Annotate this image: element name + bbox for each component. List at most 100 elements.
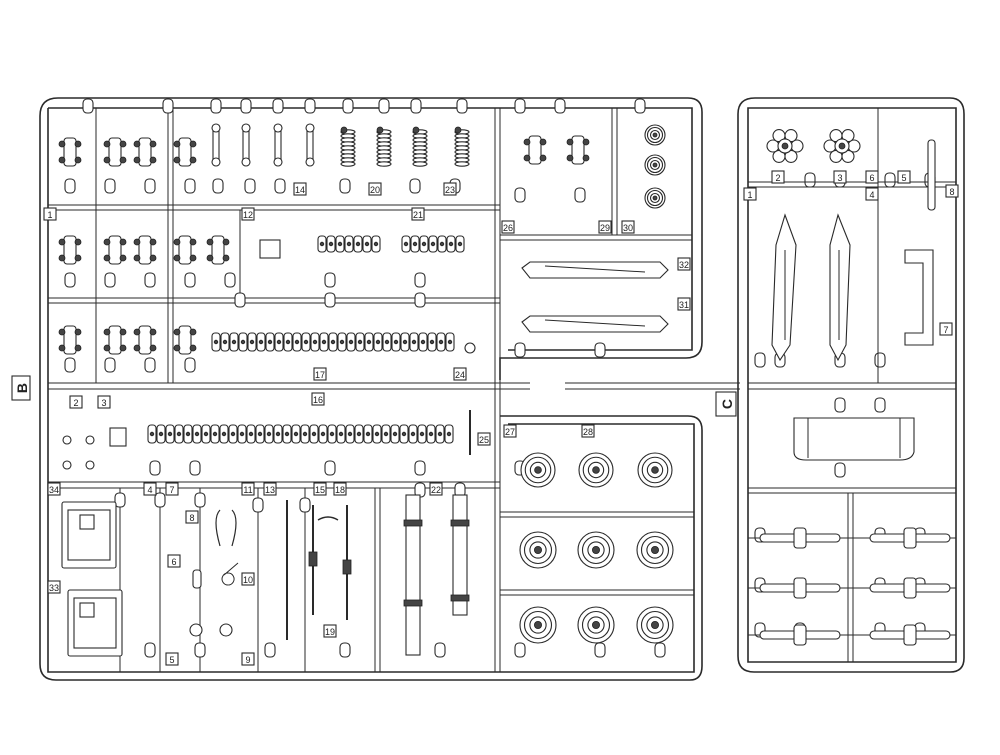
sprue-gate — [874, 352, 886, 368]
sprue-gate — [194, 642, 206, 658]
track-link-part — [58, 137, 82, 167]
road-wheel-part — [636, 606, 674, 644]
part-number: 34 — [49, 485, 59, 495]
part-number: 6 — [869, 173, 874, 183]
track-link-part — [173, 235, 197, 265]
sprue-gate — [299, 497, 311, 513]
sprue-gate — [514, 187, 526, 203]
part-number: 27 — [505, 427, 515, 437]
sprue-gate — [149, 460, 161, 476]
part-number-tag: 9 — [241, 652, 255, 666]
sprue-gate — [210, 98, 222, 114]
track-run-part — [401, 235, 465, 253]
rod-parts — [189, 500, 352, 640]
sprue-gate — [754, 352, 766, 368]
damper-part — [273, 123, 283, 167]
part-number: 17 — [315, 370, 325, 380]
sprue-gate — [884, 172, 896, 188]
sprue-gate — [304, 98, 316, 114]
sprue-gate — [64, 357, 76, 373]
sprue-gate — [434, 642, 446, 658]
sprue-gate — [82, 98, 94, 114]
track-run-part — [317, 235, 381, 253]
part-number: 24 — [455, 370, 465, 380]
part-number-tag: 3 — [833, 170, 847, 184]
damper-part — [241, 123, 251, 167]
road-wheel-parts — [519, 124, 674, 644]
part-number: 14 — [295, 185, 305, 195]
sprue-gate — [104, 272, 116, 288]
sprue-b-frame — [39, 97, 740, 681]
part-number-tag: 25 — [477, 432, 491, 446]
sprue-letter-c: C — [715, 391, 737, 417]
part-number-tag: 15 — [313, 482, 327, 496]
sprue-gate — [64, 178, 76, 194]
part-number-tag: 4 — [143, 482, 157, 496]
sprue-gate — [184, 357, 196, 373]
axle-part — [759, 624, 841, 646]
track-link-part — [58, 235, 82, 265]
sprue-c-frame — [737, 97, 965, 673]
part-number-tag: 13 — [263, 482, 277, 496]
part-number-tag: 8 — [945, 184, 959, 198]
track-run-part — [147, 424, 454, 444]
sprue-gate — [184, 272, 196, 288]
misc-small-parts — [62, 239, 476, 470]
sprue-gate — [64, 272, 76, 288]
axle-part — [869, 624, 951, 646]
part-number-tag: 30 — [621, 220, 635, 234]
sprue-gate — [144, 178, 156, 194]
part-number: 16 — [313, 395, 323, 405]
sprue-gate — [144, 357, 156, 373]
part-number-tag: 19 — [323, 624, 337, 638]
part-number-tag: 6 — [865, 170, 879, 184]
track-link-part — [103, 235, 127, 265]
axle-part — [869, 577, 951, 599]
part-number: 2 — [775, 173, 780, 183]
spring-parts — [211, 123, 470, 167]
track-link-part — [523, 135, 547, 165]
sprue-gate — [194, 492, 206, 508]
sprue-gate — [574, 187, 586, 203]
part-number-tag: 18 — [333, 482, 347, 496]
part-number-tag: 34 — [47, 482, 61, 496]
sprue-gate — [244, 178, 256, 194]
part-number-tag: 21 — [411, 207, 425, 221]
part-number-tag: 27 — [503, 424, 517, 438]
axle-part — [869, 527, 951, 549]
part-number-tag: 20 — [368, 182, 382, 196]
sprocket-part — [766, 129, 804, 163]
part-number-tag: 1 — [43, 207, 57, 221]
sprue-gate — [409, 178, 421, 194]
sprue-gate — [414, 272, 426, 288]
part-number: 15 — [315, 485, 325, 495]
sprue-gate — [189, 460, 201, 476]
part-number: 2 — [73, 398, 78, 408]
part-number: 33 — [49, 583, 59, 593]
sprue-gate — [162, 98, 174, 114]
sprue-gate — [342, 98, 354, 114]
part-number: 31 — [679, 300, 689, 310]
sprue-gate — [339, 178, 351, 194]
part-number-tag: 5 — [897, 170, 911, 184]
road-wheel-part — [637, 452, 673, 488]
part-number-tag: 24 — [453, 367, 467, 381]
sprue-gate — [804, 172, 816, 188]
track-run-part — [211, 332, 455, 352]
part-number: 10 — [243, 575, 253, 585]
part-number: 5 — [901, 173, 906, 183]
track-link-part — [206, 235, 230, 265]
sprue-gate — [274, 178, 286, 194]
part-number: 4 — [147, 485, 152, 495]
sprue-gate — [594, 342, 606, 358]
part-number-tag: 3 — [97, 395, 111, 409]
sprue-gate — [264, 642, 276, 658]
part-number-tag: 22 — [429, 482, 443, 496]
part-number-tag: 26 — [501, 220, 515, 234]
sprue-gate — [514, 642, 526, 658]
sprue-letter-b: B — [11, 375, 31, 401]
sprue-gate — [414, 460, 426, 476]
part-number: 3 — [837, 173, 842, 183]
part-number: 22 — [431, 485, 441, 495]
axle-part — [759, 527, 841, 549]
